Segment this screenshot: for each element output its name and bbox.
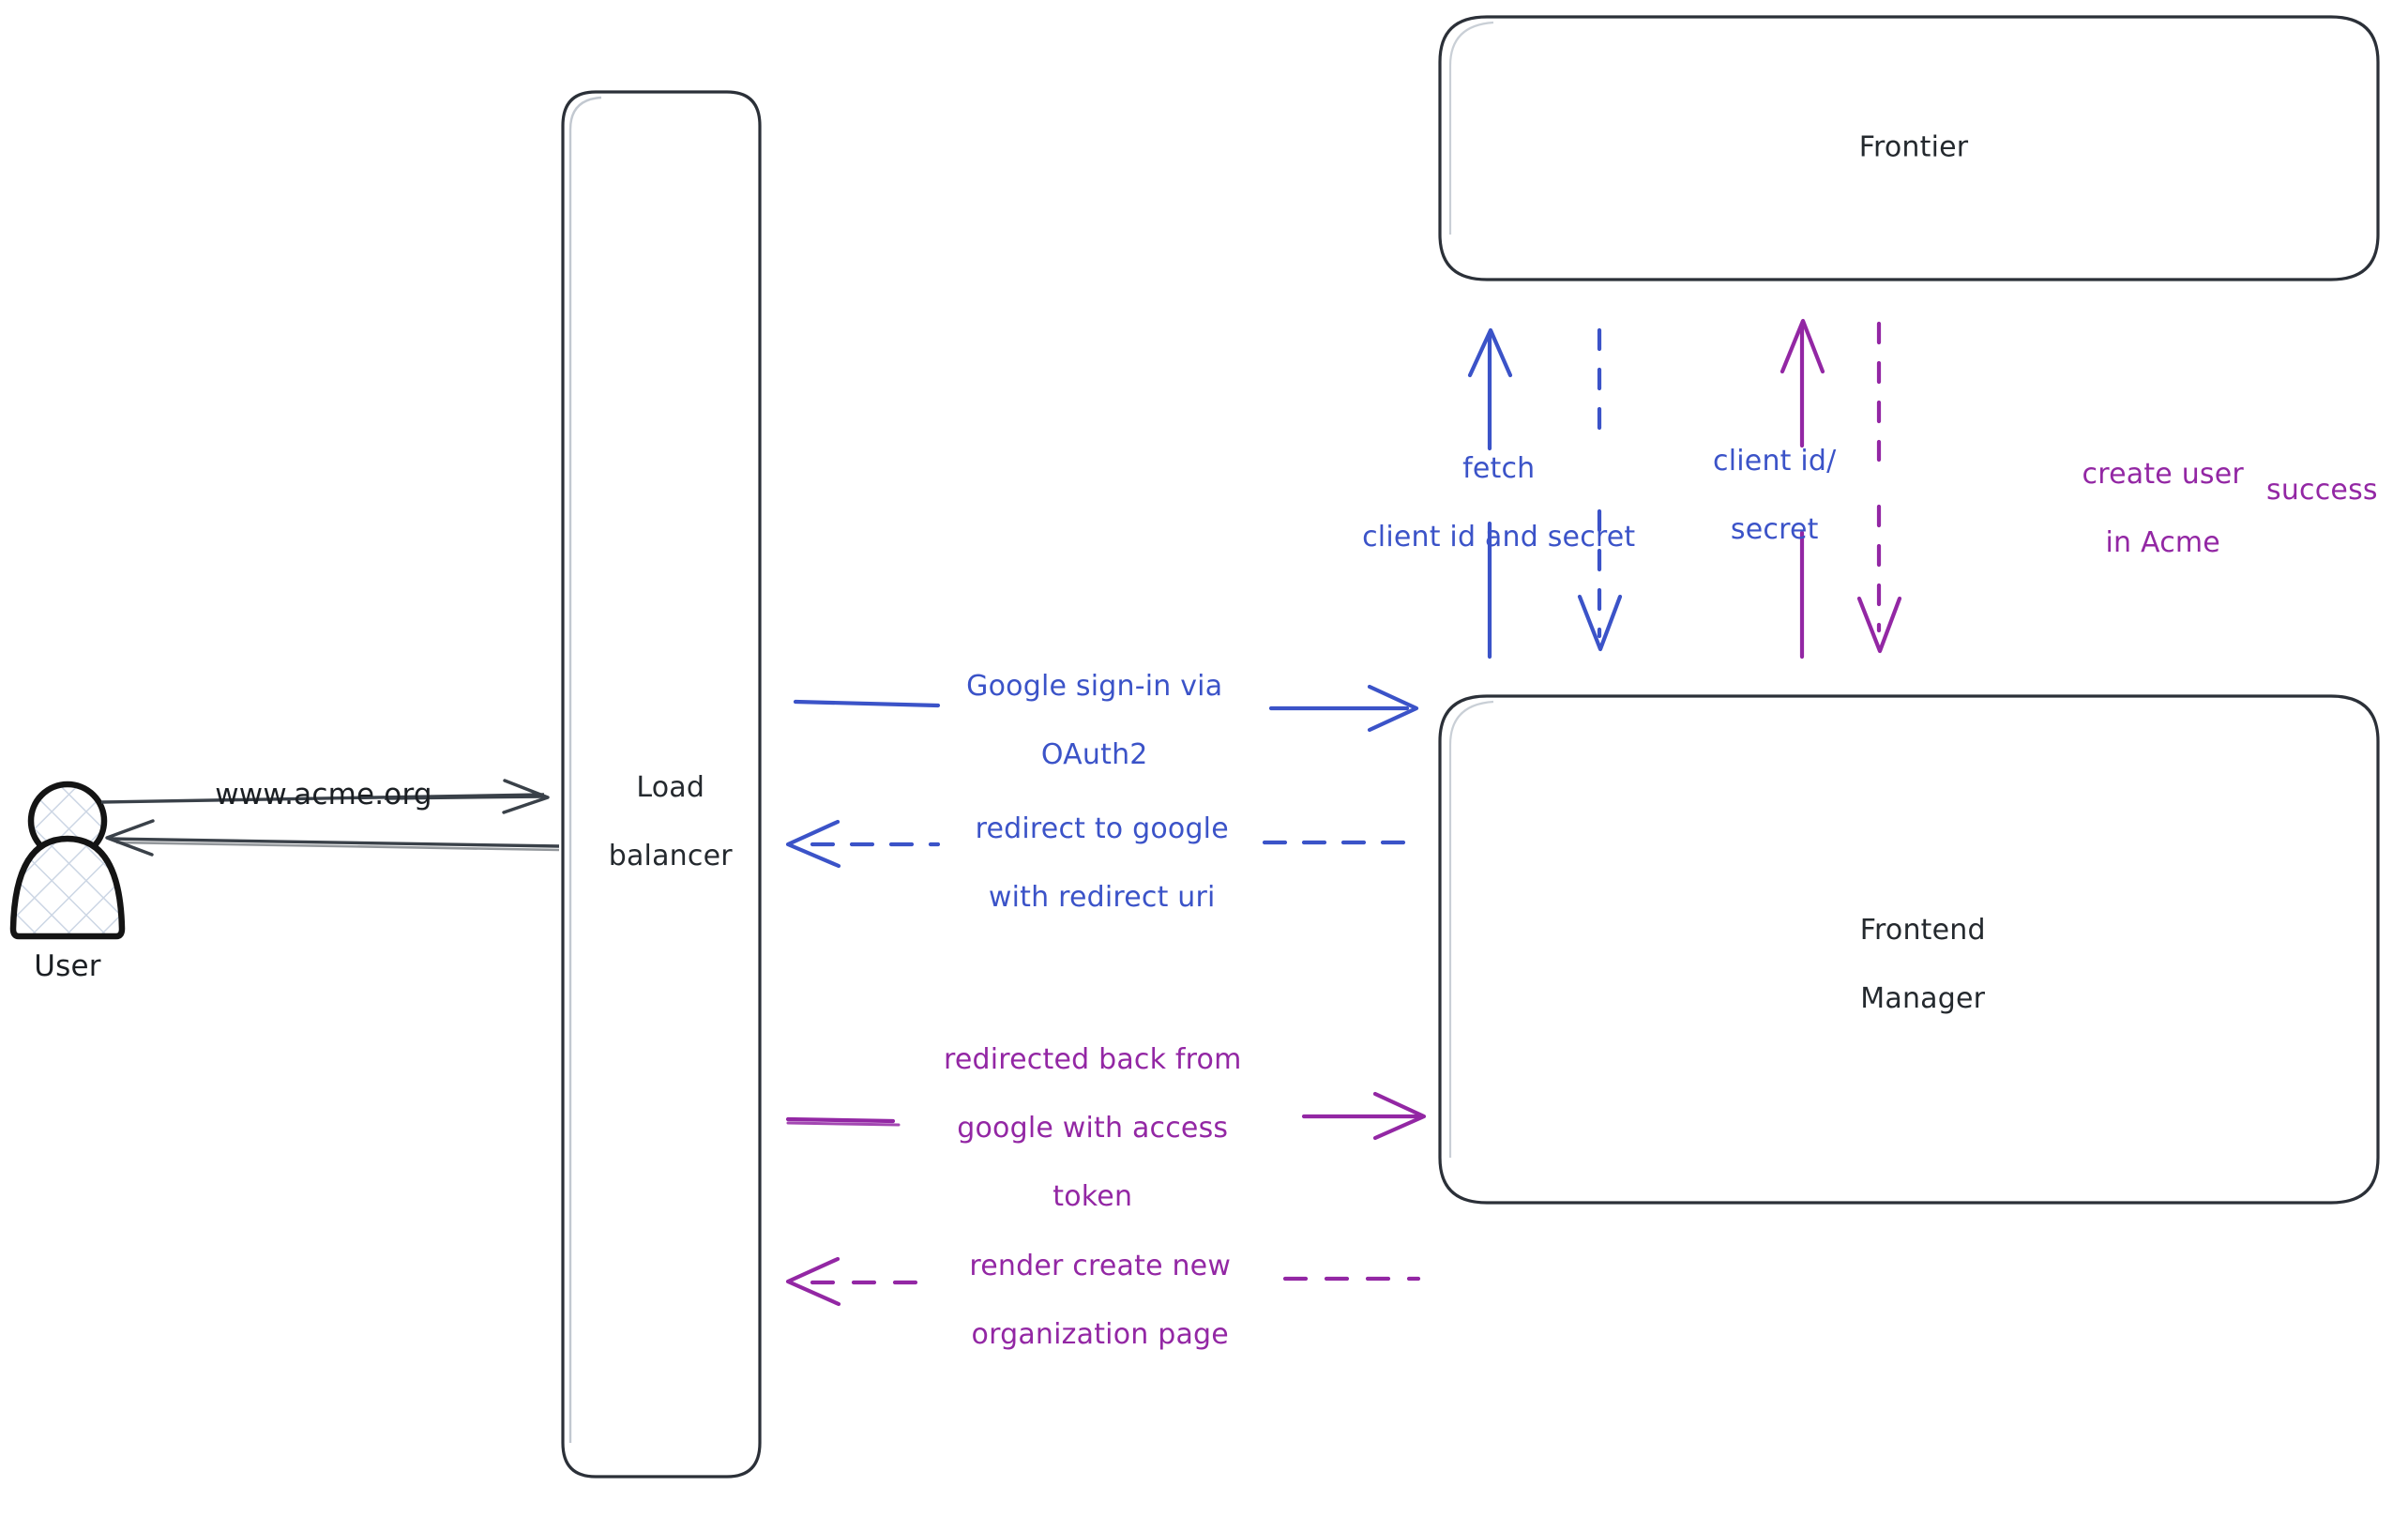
- render-line1: render create new: [969, 1249, 1232, 1282]
- google-signin-line2: OAuth2: [1040, 737, 1148, 771]
- token-line3: token: [1053, 1180, 1133, 1214]
- edge-load-balancer-to-user: [105, 819, 560, 857]
- node-frontier-label: Frontier: [1858, 130, 1969, 164]
- actor-user-label: User: [34, 949, 101, 984]
- node-load-balancer-label: Load balancer: [590, 736, 733, 873]
- edge-label-redirected-back-with-token: redirected back from google with access …: [925, 1009, 1241, 1215]
- render-line2: organization page: [971, 1317, 1229, 1351]
- edge-google-signin: [793, 684, 1419, 733]
- edge-redirected-back-with-token: [785, 1091, 1427, 1141]
- load-balancer-line1: Load: [636, 770, 705, 804]
- node-load-balancer[interactable]: [561, 90, 762, 1479]
- edge-success: [1856, 321, 1902, 654]
- edge-redirect-to-google: [785, 819, 1419, 869]
- edge-label-www-acme-org: www.acme.org: [215, 778, 432, 812]
- edge-label-success: success: [2266, 474, 2378, 507]
- edge-fetch-client-id-and-secret: [1467, 327, 1513, 660]
- edge-label-google-signin: Google sign-in via OAuth2: [948, 635, 1223, 772]
- node-frontier[interactable]: [1438, 15, 2380, 281]
- token-line2: google with access: [957, 1112, 1229, 1145]
- google-signin-line1: Google sign-in via: [966, 669, 1223, 703]
- frontend-manager-line1: Frontend: [1859, 913, 1986, 947]
- redirect-to-google-line2: with redirect uri: [988, 880, 1216, 914]
- client-id-secret-line2: secret: [1730, 512, 1819, 546]
- node-frontend-manager-label: Frontend Manager: [1841, 879, 1986, 1016]
- create-user-line1: create user: [2082, 457, 2244, 491]
- redirect-to-google-line1: redirect to google: [975, 812, 1229, 845]
- edge-create-user-in-acme: [1779, 318, 1825, 660]
- fetch-line2: client id and secret: [1362, 520, 1636, 554]
- node-frontend-manager[interactable]: [1438, 694, 2380, 1205]
- frontend-manager-line2: Manager: [1860, 981, 1986, 1015]
- fetch-line1: fetch: [1462, 451, 1536, 485]
- actor-user-icon[interactable]: [9, 781, 126, 940]
- client-id-secret-line1: client id/: [1713, 444, 1837, 478]
- edge-label-create-user-in-acme: create user in Acme: [2064, 423, 2244, 560]
- load-balancer-line2: balancer: [608, 839, 733, 872]
- edge-label-redirect-to-google: redirect to google with redirect uri: [957, 778, 1229, 915]
- edge-user-to-load-balancer: [100, 779, 550, 814]
- edge-render-create-new-organization: [785, 1256, 1421, 1307]
- edge-client-id-secret: [1577, 327, 1623, 652]
- edge-label-client-id-secret: client id/ secret: [1695, 410, 1837, 547]
- create-user-line2: in Acme: [2105, 525, 2220, 559]
- edge-label-render-create-new-organization: render create new organization page: [951, 1215, 1231, 1352]
- token-line1: redirected back from: [943, 1042, 1242, 1076]
- edge-label-fetch-client-id-and-secret: fetch client id and secret: [1344, 417, 1636, 554]
